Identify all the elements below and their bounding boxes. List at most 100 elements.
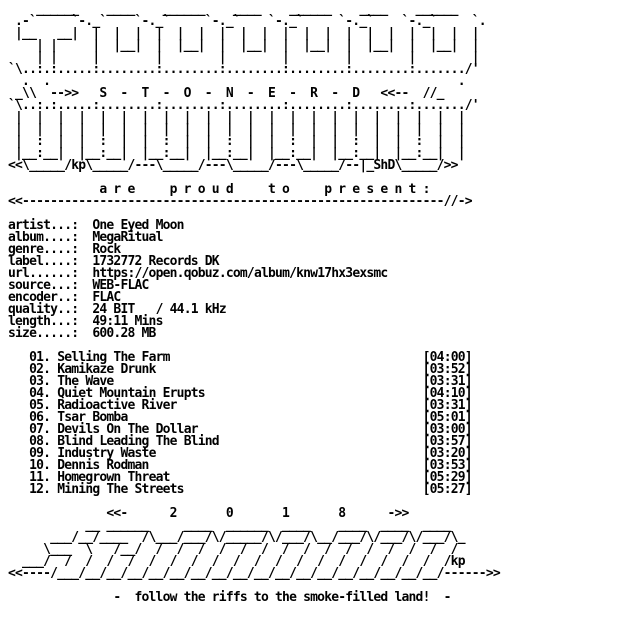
info-label: size.....: <box>8 326 79 341</box>
track-title: Tsar Bomba <box>57 410 128 425</box>
art-line: . . . <box>8 74 465 89</box>
track-duration: [03:53] <box>422 458 473 473</box>
art-line: | | | | | | | | | <box>8 50 480 65</box>
track-duration: [03:57] <box>422 434 473 449</box>
track-title: Homegrown Threat <box>57 470 170 485</box>
track-row: 05. Radioactive River [03:31] <box>8 398 500 413</box>
info-row-genre: genre....: Rock <box>8 242 500 257</box>
art-line: |__ __| | | | | | | | | | | | | | | | | … <box>8 26 480 41</box>
track-number: 07. <box>29 422 51 437</box>
track-row: 08. Blind Leading The Blind [03:57] <box>8 434 500 449</box>
track-title: The Wave <box>57 374 114 389</box>
track-title: Mining The Streets <box>57 482 184 497</box>
track-number: 04. <box>29 386 51 401</box>
header-ascii-art: ______ ____ ______ ____ ______ ____ ____… <box>8 2 500 173</box>
info-value: Rock <box>92 242 121 257</box>
art-line: ___/__/____ /\___/___/\/_____/\/___/\__/… <box>8 530 465 545</box>
track-duration: [04:00] <box>422 350 473 365</box>
footer-ascii-art: <<- 2 0 1 8 ->> __ ______ ____ ______ __… <box>8 507 501 605</box>
track-duration: [04:10] <box>422 386 473 401</box>
info-row-artist: artist...: One Eyed Moon <box>8 218 500 233</box>
track-duration: [03:52] <box>422 362 473 377</box>
track-duration: [05:01] <box>422 410 473 425</box>
info-row-encoder: encoder..: FLAC <box>8 290 500 305</box>
info-label: genre....: <box>8 242 79 257</box>
track-list: 01. Selling The Farm [04:00] 02. Kamikaz… <box>8 350 500 497</box>
track-duration: [03:31] <box>422 374 473 389</box>
track-row: 04. Quiet Mountain Erupts [04:10] <box>8 386 500 401</box>
track-duration: [03:20] <box>422 446 473 461</box>
art-line: | | | | | | | | | | | | | | | | | | | | … <box>8 122 466 137</box>
info-label: album....: <box>8 230 79 245</box>
art-line: \___ \ /__/ / / / / / / / / / / / / / / … <box>8 542 458 557</box>
track-number: 12. <box>29 482 51 497</box>
info-value: 24 BIT / 44.1 kHz <box>92 302 226 317</box>
info-label: artist...: <box>8 218 79 233</box>
art-line: |__:__| |__:__| |__:__| |__:__| |__:__| … <box>8 146 466 161</box>
track-title: Quiet Mountain Erupts <box>57 386 205 401</box>
info-row-quality: quality..: 24 BIT / 44.1 kHz <box>8 302 500 317</box>
info-value: FLAC <box>92 290 121 305</box>
art-group-name-line: _\\ -->> S - T - O - N - E - R - D <<-- … <box>8 86 444 101</box>
info-row-label: label....: 1732772 Records DK <box>8 254 500 269</box>
track-number: 05. <box>29 398 51 413</box>
info-row-source: source...: WEB-FLAC <box>8 278 500 293</box>
info-value: WEB-FLAC <box>92 278 149 293</box>
info-value: One Eyed Moon <box>92 218 184 233</box>
info-label: quality..: <box>8 302 79 317</box>
info-row-url: url......: https://open.qobuz.com/album/… <box>8 266 500 281</box>
track-number: 02. <box>29 362 51 377</box>
divider: <<--------------------------------------… <box>8 194 473 209</box>
info-value: 1732772 Records DK <box>92 254 219 269</box>
info-label: label....: <box>8 254 79 269</box>
track-duration: [05:27] <box>422 482 473 497</box>
track-row: 11. Homegrown Threat [05:29] <box>8 470 500 485</box>
track-duration: [03:31] <box>422 398 473 413</box>
track-row: 06. Tsar Bomba [05:01] <box>8 410 500 425</box>
art-line: ______ ____ ______ ____ ______ ____ ____… <box>8 2 458 17</box>
info-label: url......: <box>8 266 79 281</box>
info-row-album: album....: MegaRitual <box>8 230 500 245</box>
art-line: `\..:.:.....:........:........:........:… <box>8 62 480 77</box>
art-line: <<\_____/kp\_____/---\_____/---\_____/--… <box>8 158 459 173</box>
track-row: 12. Mining The Streets [05:27] <box>8 482 500 497</box>
track-row: 01. Selling The Farm [04:00] <box>8 350 500 365</box>
track-title: Dennis Rodman <box>57 458 149 473</box>
info-label: length...: <box>8 314 79 329</box>
info-value: MegaRitual <box>92 230 163 245</box>
art-line: | | | | | | | | | | | | | | | | | | | | … <box>8 110 466 125</box>
track-number: 09. <box>29 446 51 461</box>
track-row: 07. Devils On The Dollar [03:00] <box>8 422 500 437</box>
art-line: | : | | : | | : | | : | | : | | : | | : … <box>8 134 466 149</box>
track-title: Radioactive River <box>57 398 177 413</box>
track-row: 03. The Wave [03:31] <box>8 374 500 389</box>
art-line: __ ______ ____ ______ ____ ____ ____ ___… <box>8 518 451 533</box>
tagline: - follow the riffs to the smoke-filled l… <box>8 590 451 605</box>
track-title: Kamikaze Drunk <box>57 362 156 377</box>
info-value: 49:11 Mins <box>92 314 163 329</box>
info-row-size: size.....: 600.28 MB <box>8 326 500 341</box>
nfo-document: ______ ____ ______ ____ ______ ____ ____… <box>8 2 501 605</box>
track-number: 01. <box>29 350 51 365</box>
art-line: `\..:.:.....:........:........:........:… <box>8 98 480 113</box>
track-number: 11. <box>29 470 51 485</box>
info-label: source...: <box>8 278 79 293</box>
track-title: Devils On The Dollar <box>57 422 198 437</box>
info-label: encoder..: <box>8 290 79 305</box>
track-duration: [05:29] <box>422 470 473 485</box>
art-line: | | | |__| | |__| | |__| | |__| | |__| |… <box>8 38 480 53</box>
info-row-length: length...: 49:11 Mins <box>8 314 500 329</box>
track-number: 03. <box>29 374 51 389</box>
track-row: 09. Industry Waste [03:20] <box>8 446 500 461</box>
art-line: .-` `-._` `-._` `-._` `-._` `-._` `-._` … <box>8 14 487 29</box>
track-title: Blind Leading The Blind <box>57 434 219 449</box>
track-number: 06. <box>29 410 51 425</box>
track-duration: [03:00] <box>422 422 473 437</box>
info-value: 600.28 MB <box>92 326 156 341</box>
track-title: Industry Waste <box>57 446 156 461</box>
info-value: https://open.qobuz.com/album/knw17hx3exs… <box>92 266 388 281</box>
present-heading: a r e p r o u d t o p r e s e n t : <box>8 182 430 197</box>
art-line: <<----/___/__/__/__/__/__/__/__/__/__/__… <box>8 566 501 581</box>
art-line: ___/ / / / / / / / / / / / / / / / / / /… <box>8 554 465 569</box>
